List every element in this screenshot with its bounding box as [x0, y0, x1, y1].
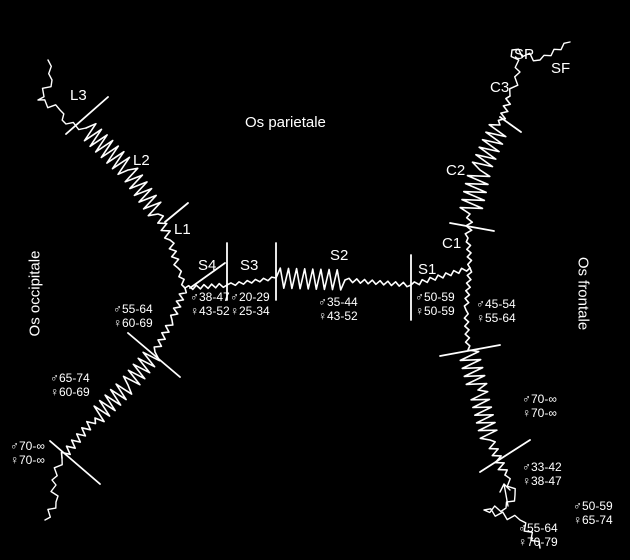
lambdoid-suture-lower	[60, 287, 188, 459]
age-s3: ♂20-29 ♀25-34	[230, 290, 270, 319]
age-sf-male: ♂55-64	[518, 521, 558, 535]
age-s1-male: ♂50-59	[415, 290, 455, 304]
age-l3-male: ♂70-∞	[10, 439, 45, 453]
age-l2-female: ♀60-69	[50, 384, 90, 399]
label-s1: S1	[418, 261, 437, 278]
divider-c3-c2	[499, 116, 522, 133]
age-s3-female: ♀25-34	[230, 303, 270, 318]
label-os-parietale: Os parietale	[245, 114, 326, 131]
lambdoid-suture-upper	[83, 122, 186, 289]
label-s3: S3	[240, 257, 259, 274]
age-s3-male: ♂20-29	[230, 290, 270, 304]
age-l1-male: ♂55-64	[113, 302, 153, 316]
coronal-suture-lower	[459, 267, 508, 476]
divider-coronal-lower-1	[439, 344, 501, 357]
age-c1: ♂45-54 ♀55-64	[476, 297, 516, 326]
label-s4: S4	[198, 257, 217, 274]
arrow-indicator-icon	[499, 483, 511, 507]
age-c2: ♂70-∞ ♀70-∞	[522, 392, 557, 421]
age-l2: ♂65-74 ♀60-69	[50, 371, 90, 400]
coronal-suture-upper	[459, 95, 512, 269]
divider-l1-s4	[189, 262, 226, 289]
age-s4-female: ♀43-52	[190, 303, 230, 318]
age-c3-female: ♀38-47	[522, 473, 562, 488]
coronal-c3-tip	[509, 41, 571, 97]
label-l1: L1	[174, 221, 191, 238]
divider-l2-l1	[164, 202, 189, 223]
divider-lower-1	[127, 332, 181, 378]
age-sf: ♂55-64 ♀70-79	[518, 521, 558, 550]
sagittal-suture	[184, 267, 471, 291]
age-s1-female: ♀50-59	[415, 303, 455, 318]
label-sf: SF	[551, 60, 571, 77]
label-l2: L2	[133, 152, 150, 169]
age-s2: ♂35-44 ♀43-52	[318, 295, 358, 324]
age-sp: ♂50-59 ♀65-74	[573, 499, 613, 528]
age-l1-female: ♀60-69	[113, 315, 153, 330]
age-c2-female: ♀70-∞	[522, 405, 557, 420]
label-s2: S2	[330, 247, 349, 264]
divider-l3-l2	[65, 96, 109, 135]
label-os-occipitale: Os occipitale	[26, 250, 44, 337]
lambdoid-l3-tip	[37, 59, 87, 131]
age-l3: ♂70-∞ ♀70-∞	[10, 439, 45, 468]
age-s1: ♂50-59 ♀50-59	[415, 290, 455, 319]
label-c1: C1	[442, 235, 462, 252]
label-sp: SP	[514, 46, 535, 63]
divider-lower-2	[49, 440, 101, 485]
age-c1-female: ♀55-64	[476, 310, 516, 325]
divider-c2-c1	[449, 222, 495, 232]
age-l1: ♂55-64 ♀60-69	[113, 302, 153, 331]
age-c2-male: ♂70-∞	[522, 392, 557, 406]
age-sf-female: ♀70-79	[518, 534, 558, 549]
age-c3: ♂33-42 ♀38-47	[522, 460, 562, 489]
label-c3: C3	[490, 79, 510, 96]
age-s2-male: ♂35-44	[318, 295, 358, 309]
label-os-frontale: Os frontale	[574, 256, 592, 331]
label-l3: L3	[70, 87, 87, 104]
age-c3-male: ♂33-42	[522, 460, 562, 474]
age-l3-female: ♀70-∞	[10, 452, 45, 467]
age-s2-female: ♀43-52	[318, 308, 358, 323]
segment-dividers	[49, 96, 531, 485]
label-c2: C2	[446, 162, 466, 179]
coronal-lower-tip	[483, 474, 541, 549]
lambdoid-lower-tip	[44, 457, 63, 521]
age-sp-male: ♂50-59	[573, 499, 613, 513]
age-s4: ♂38-47 ♀43-52	[190, 290, 230, 319]
age-l2-male: ♂65-74	[50, 371, 90, 385]
age-c1-male: ♂45-54	[476, 297, 516, 311]
age-sp-female: ♀65-74	[573, 512, 613, 527]
age-s4-male: ♂38-47	[190, 290, 230, 304]
divider-coronal-lower-2	[479, 439, 531, 473]
